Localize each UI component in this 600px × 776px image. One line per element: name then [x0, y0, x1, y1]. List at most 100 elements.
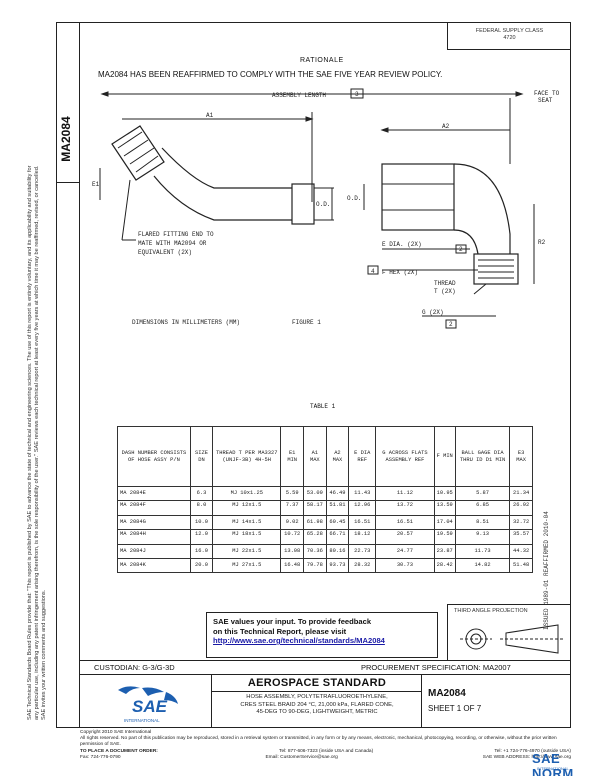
divider: [80, 674, 571, 675]
arrow-icon: [380, 127, 389, 133]
table-cell: 58.17: [303, 500, 327, 516]
table-cell: MJ 12x1.5: [212, 500, 282, 516]
drawing-frame: [56, 22, 571, 728]
g-note-number: 2: [449, 321, 453, 328]
col-g: G ACROSS FLATS ASSEMBLY REF: [375, 426, 435, 487]
col-a2: A2 MAX: [325, 426, 350, 487]
table-cell: 65.28: [303, 529, 327, 545]
g-label: G (2X): [422, 309, 444, 316]
logo-text: SAE: [132, 697, 168, 716]
dimensions-note: DIMENSIONS IN MILLIMETERS (MM): [132, 319, 240, 326]
col-dash-number: DASH NUMBER CONSISTS OF HOSE ASSY P/N: [117, 426, 191, 487]
divider: [212, 691, 422, 692]
table-cell: 28.42: [433, 558, 456, 573]
left-fitting-45deg: [111, 125, 315, 225]
col-a1: A1 MAX: [303, 426, 327, 487]
table-cell: 13.59: [433, 500, 456, 516]
table-cell: 9.02: [280, 515, 304, 530]
table-cell: 66.71: [325, 529, 350, 545]
feedback-line2: on this Technical Report, please visit: [213, 626, 347, 636]
assembly-length-label: ASSEMBLY LENGTH: [272, 92, 326, 99]
table-cell: 19.59: [433, 529, 456, 545]
doc-number-vertical: MA2084: [59, 116, 73, 162]
thread-label: THREAD: [434, 280, 456, 287]
title-block: SAE INTERNATIONAL AEROSPACE STANDARD HOS…: [80, 674, 571, 728]
table-cell: 79.78: [303, 558, 327, 573]
table-cell: 20.0: [189, 558, 214, 573]
od-right-label: O.D.: [347, 195, 361, 202]
phone-outside: Tel: +1 724-776-4970 (outside USA): [494, 748, 571, 754]
face-to-seat-label-2: SEAT: [538, 97, 553, 104]
rationale-title: RATIONALE: [300, 57, 344, 64]
table-cell: MJ 27x1.5: [212, 558, 282, 573]
table-cell: 13.08: [280, 544, 304, 559]
e-dia-note-number: 2: [459, 246, 463, 253]
table-cell: 80.16: [325, 544, 350, 559]
federal-supply-class: FEDERAL SUPPLY CLASS 4720: [447, 22, 571, 50]
a1-label: A1: [206, 112, 214, 119]
table-cell: MA 2084G: [117, 515, 191, 530]
r2-label: R2: [538, 239, 546, 246]
table-cell: MA 2084H: [117, 529, 191, 545]
document-number-cell: MA2084 SHEET 1 OF 7: [422, 674, 571, 728]
table-cell: 14.82: [454, 558, 511, 573]
flared-note-leader: [121, 179, 131, 241]
table-cell: 26.92: [509, 500, 533, 516]
arrow-icon: [305, 116, 314, 122]
title-cell: AEROSPACE STANDARD HOSE ASSEMBLY, POLYTE…: [212, 674, 422, 728]
subtitle-line3: 45-DEG TO 90-DEG, LIGHTWEIGHT, METRIC: [256, 709, 378, 716]
table-cell: 20.57: [375, 529, 435, 545]
procurement-spec: PROCUREMENT SPECIFICATION: MA2007: [361, 663, 511, 672]
logo-cell: SAE INTERNATIONAL: [80, 674, 212, 728]
sheet-number: SHEET 1 OF 7: [428, 704, 482, 713]
table-cell: 44.32: [509, 544, 533, 559]
fsc-label: FEDERAL SUPPLY CLASS: [475, 28, 544, 34]
table-cell: 28.32: [348, 558, 377, 573]
e-dia-label: E DIA. (2X): [382, 241, 422, 248]
issue-code: ISSUED 1989-01 REAFFIRMED 2010-04: [543, 420, 557, 630]
table-cell: MA 2084F: [117, 500, 191, 516]
feedback-link[interactable]: http://www.sae.org/technical/standards/M…: [213, 636, 385, 645]
table-cell: 53.09: [303, 486, 327, 501]
issue-code-text: ISSUED 1989-01 REAFFIRMED 2010-04: [543, 511, 550, 630]
table-cell: 6.85: [454, 500, 511, 516]
table-cell: 93.73: [325, 558, 350, 573]
table-cell: 46.49: [325, 486, 350, 501]
sae-logo: SAE INTERNATIONAL: [118, 686, 178, 723]
thread-leader: [473, 283, 487, 295]
table-cell: 70.36: [303, 544, 327, 559]
table-cell: MJ 22x1.5: [212, 544, 282, 559]
footer: Copyright 2010 SAE International All rig…: [80, 730, 571, 761]
table-cell: 11.12: [375, 486, 435, 501]
table-cell: 22.73: [348, 544, 377, 559]
table-cell: 11.43: [348, 486, 377, 501]
footer-contact-row: TO PLACE A DOCUMENT ORDER: Tel: 877-606-…: [80, 749, 571, 755]
left-column: MA2084: [56, 22, 80, 728]
logo-subtext: INTERNATIONAL: [124, 718, 160, 723]
face-to-seat-label: FACE TO: [534, 90, 560, 97]
table-cell: 8.51: [454, 515, 511, 530]
table-cell: MJ 10x1.25: [212, 486, 282, 501]
col-size: SIZE DN: [189, 426, 214, 487]
col-e3: E3 MAX: [509, 426, 533, 487]
a2-label: A2: [442, 123, 450, 130]
left-column-divider: [56, 182, 80, 183]
arrow-icon: [515, 91, 524, 97]
flared-note-line1: FLARED FITTING END TO: [138, 231, 214, 238]
table-cell: 12.96: [348, 500, 377, 516]
email[interactable]: Email: CustomerService@sae.org: [265, 754, 338, 760]
table-cell: MJ 18x1.5: [212, 529, 282, 545]
table-cell: 10.72: [280, 529, 304, 545]
fax: Fax: 724-776-0790: [80, 754, 121, 760]
subtitle-line1: HOSE ASSEMBLY, POLYTETRAFLUOROETHYLENE,: [246, 694, 388, 700]
table-cell: 16.51: [348, 515, 377, 530]
feedback-line1: SAE values your input. To provide feedba…: [213, 617, 372, 626]
table-cell: 9.13: [454, 529, 511, 545]
web-address[interactable]: SAE WEB ADDRESS: http://www.sae.org: [482, 754, 571, 760]
col-f: F MIN: [433, 426, 456, 487]
